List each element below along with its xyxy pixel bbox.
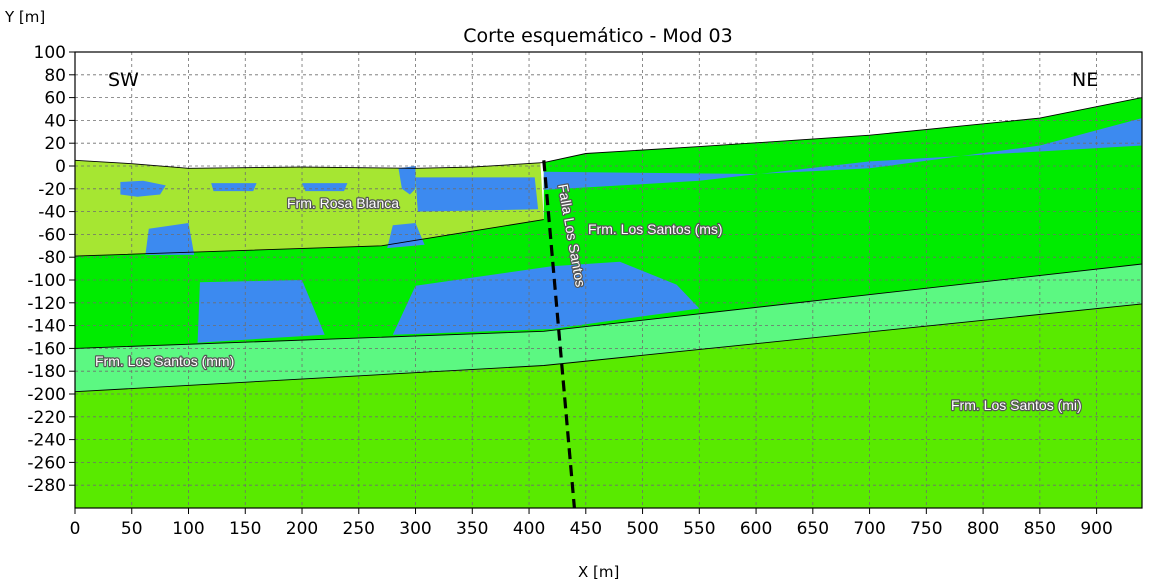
x-tick-label: 550	[683, 519, 715, 539]
y-axis-label: Y [m]	[4, 8, 45, 26]
formation-2	[75, 97, 1142, 349]
y-tick-label: -140	[27, 317, 66, 337]
y-tick-label: 0	[55, 157, 66, 177]
y-tick-label: -260	[27, 453, 66, 473]
y-tick-label: -200	[27, 385, 66, 405]
x-tick-label: 850	[1024, 519, 1056, 539]
formation-4	[75, 303, 1142, 508]
x-tick-label: 300	[399, 519, 431, 539]
blue-lens-2	[211, 183, 257, 192]
y-tick-label: 40	[44, 111, 66, 131]
label-los-santos-mi: Frm. Los Santos (mi)	[951, 397, 1082, 413]
x-axis-label: X [m]	[578, 563, 619, 581]
y-tick-label: -40	[38, 203, 66, 223]
y-tick-label: -120	[27, 294, 66, 314]
boundary-line-3	[74, 263, 1143, 349]
blue-lens-5	[387, 223, 425, 249]
blue-lens-9	[398, 166, 416, 195]
y-tick-label: -100	[27, 271, 66, 291]
y-tick-label: -280	[27, 476, 66, 496]
y-tick-label: -60	[38, 225, 66, 245]
blue-lens-6	[197, 280, 325, 343]
x-tick-label: 750	[910, 519, 942, 539]
blue-lens-10	[415, 177, 539, 212]
x-tick-label: 0	[70, 519, 81, 539]
x-tick-label: 900	[1080, 519, 1112, 539]
direction-sw-label: SW	[108, 69, 139, 91]
x-tick-label: 400	[513, 519, 545, 539]
x-tick-label: 800	[967, 519, 999, 539]
y-tick-label: -80	[38, 248, 66, 268]
x-tick-label: 500	[626, 519, 658, 539]
x-tick-label: 700	[853, 519, 885, 539]
y-tick-label: 80	[44, 66, 66, 86]
fault-line	[542, 160, 576, 509]
x-tick-label: 600	[740, 519, 772, 539]
x-tick-label: 250	[343, 519, 375, 539]
direction-ne-label: NE	[1072, 69, 1098, 91]
blue-lens-8	[543, 118, 1142, 190]
y-tick-label: -180	[27, 362, 66, 382]
plot-area	[75, 97, 1142, 508]
y-tick-label: -220	[27, 408, 66, 428]
boundary-line-2	[74, 219, 544, 257]
grid-lines	[75, 52, 1142, 508]
boundary-line-4	[74, 303, 1143, 393]
x-axis: 0 50 100 150 200 250 300 350 400 450 500 550 600 650 7…	[70, 508, 1113, 539]
formation-3	[75, 264, 1142, 392]
boundary-line-1	[74, 97, 1143, 169]
label-los-santos-mm: Frm. Los Santos (mm)	[95, 353, 234, 369]
label-los-santos-ms: Frm. Los Santos (ms)	[588, 221, 723, 237]
y-tick-label: -20	[38, 180, 66, 200]
x-tick-label: 200	[286, 519, 318, 539]
y-tick-label: 20	[44, 134, 66, 154]
x-tick-label: 450	[570, 519, 602, 539]
chart-title: Corte esquemático - Mod 03	[463, 25, 732, 47]
label-rosa-blanca: Frm. Rosa Blanca	[287, 195, 399, 211]
y-tick-label: 60	[44, 89, 66, 109]
x-tick-label: 50	[121, 519, 143, 539]
x-tick-label: 650	[797, 519, 829, 539]
x-tick-label: 350	[456, 519, 488, 539]
y-tick-label: -160	[27, 339, 66, 359]
y-tick-label: -240	[27, 431, 66, 451]
x-tick-label: 150	[229, 519, 261, 539]
blue-lens-4	[145, 223, 195, 255]
blue-lens-3	[302, 183, 348, 192]
formation-boundaries	[74, 97, 1143, 509]
x-tick-label: 100	[172, 519, 204, 539]
y-tick-label: 100	[34, 43, 66, 63]
